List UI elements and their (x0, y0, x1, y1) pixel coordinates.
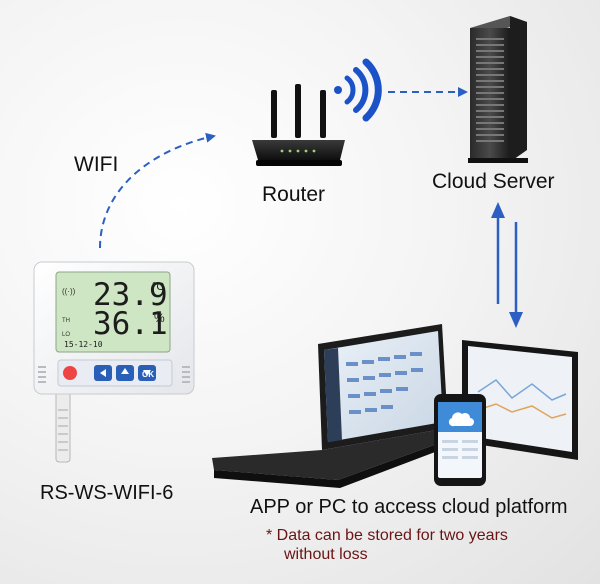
lcd-humidity-value: 36.1 (93, 306, 168, 342)
lcd-date: 15-12-10 (64, 340, 103, 349)
storage-note-line-2: without loss (284, 546, 368, 563)
wifi-link-arrow (99, 132, 216, 249)
router-label: Router (262, 183, 326, 206)
cloud-server-label: Cloud Server (432, 170, 555, 193)
lcd-temperature-unit: °C (152, 281, 164, 293)
phone-icon (434, 394, 486, 486)
device-ok-key-label: OK (142, 370, 154, 379)
svg-text:LO: LO (62, 332, 70, 338)
platform-access-label: APP or PC to access cloud platform (250, 496, 568, 518)
lcd-temperature-value: 23.9 (93, 277, 168, 313)
tablet-icon (462, 340, 578, 460)
router-icon (252, 84, 345, 166)
storage-note-line-1: * Data can be stored for two years (266, 527, 508, 544)
lcd-humidity-unit: % (154, 311, 165, 325)
wifi-label: WIFI (74, 153, 119, 176)
temperature-humidity-device: ((·)) TH LO (33, 261, 195, 463)
server-platform-sync-arrows (491, 202, 523, 328)
laptop-icon (212, 324, 472, 488)
svg-text:TH: TH (62, 318, 70, 324)
cloud-server-icon (468, 16, 528, 163)
wifi-signal-icon (334, 58, 382, 122)
device-model-label: RS-WS-WIFI-6 (40, 482, 174, 504)
svg-text:((·)): ((·)) (62, 287, 76, 296)
